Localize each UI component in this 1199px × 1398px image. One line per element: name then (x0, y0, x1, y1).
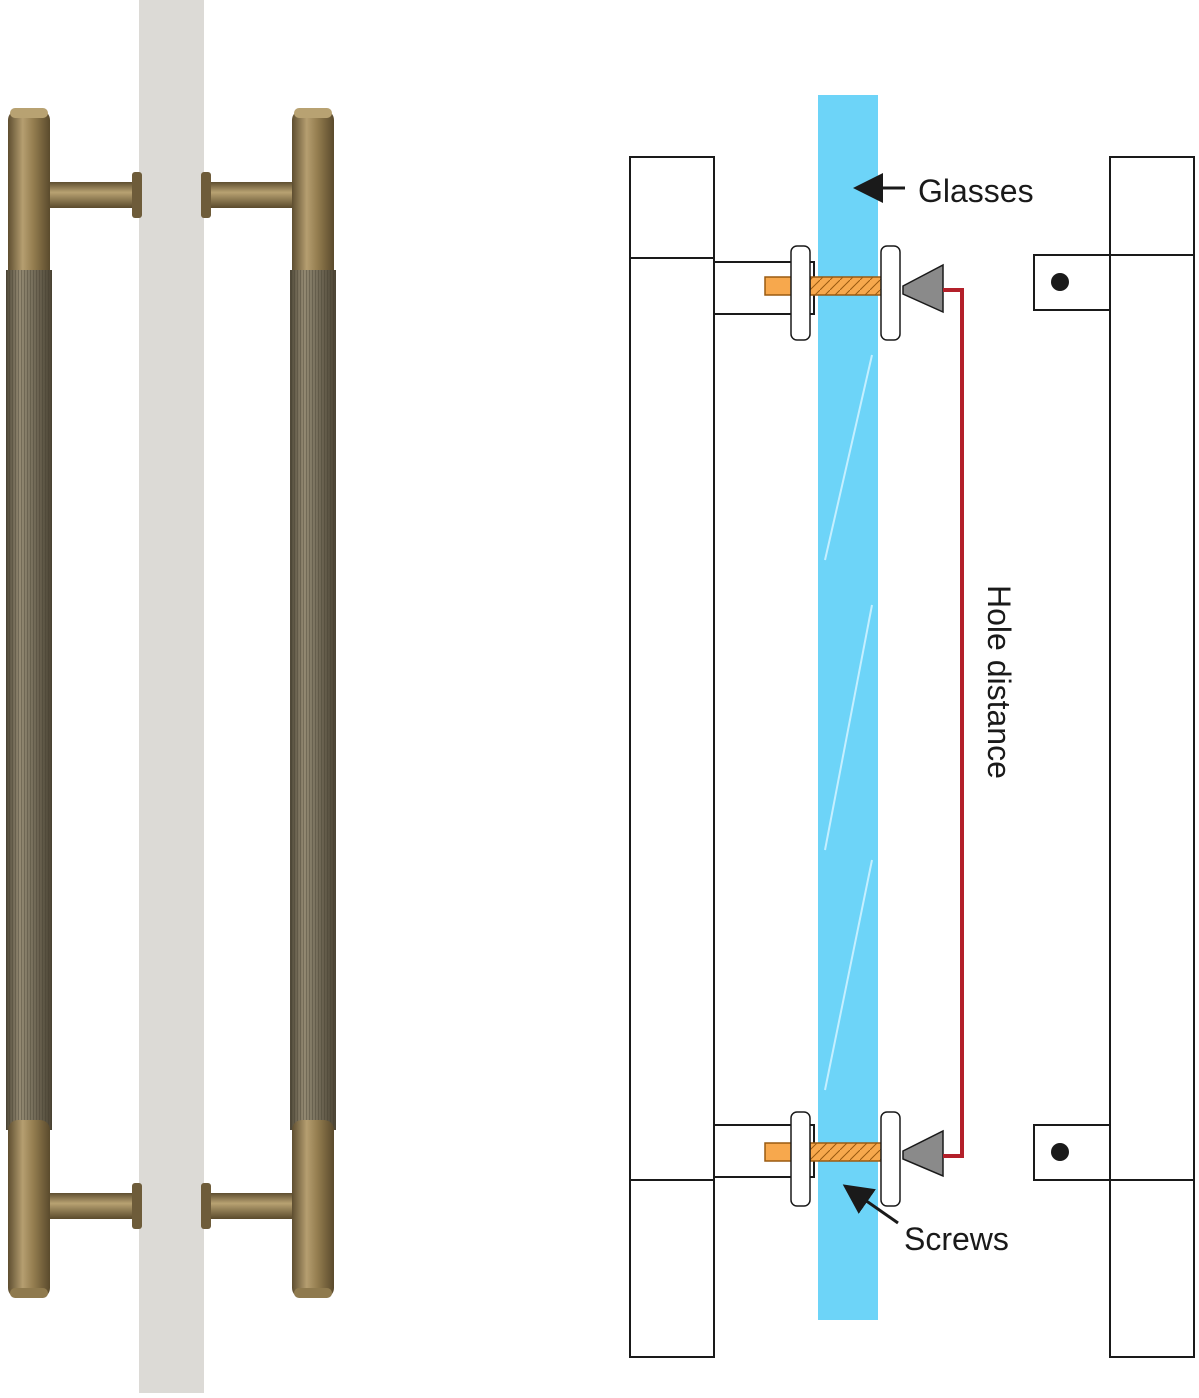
bottom-left-standoff (46, 1193, 138, 1219)
installation-diagram (629, 95, 1195, 1358)
hole-distance-label: Hole distance (981, 585, 1017, 779)
right-bottom-hole-block (1033, 1124, 1111, 1181)
bottom-right-collar (201, 1183, 211, 1229)
arrow-up-left-icon (842, 1184, 899, 1225)
bottom-left-collar (132, 1183, 142, 1229)
left-handle-bar (6, 108, 52, 1298)
top-right-standoff (205, 182, 297, 208)
top-right-washer (880, 245, 901, 341)
top-right-collar (201, 172, 211, 218)
top-left-standoff (46, 182, 138, 208)
bottom-right-standoff (205, 1193, 297, 1219)
right-bottom-hole (1051, 1143, 1069, 1161)
diagram-right-handle (1033, 156, 1195, 1358)
bottom-screw-assembly (764, 1111, 944, 1207)
diagram-left-handle (629, 156, 815, 1358)
bottom-cone-nut (902, 1129, 944, 1178)
diagram-glass-panel (818, 95, 878, 1320)
top-left-washer (790, 245, 811, 341)
right-handle-bar (290, 108, 336, 1298)
bottom-right-washer (880, 1111, 901, 1207)
top-cone-nut (902, 263, 944, 314)
bottom-left-washer (790, 1111, 811, 1207)
top-screw-assembly (764, 245, 944, 341)
product-photo (6, 0, 336, 1393)
right-top-hole-block (1033, 254, 1111, 311)
glass-label: Glasses (918, 173, 1034, 209)
hole-distance-bracket (943, 288, 964, 1158)
top-left-collar (132, 172, 142, 218)
screws-label: Screws (904, 1221, 1009, 1257)
photo-glass-panel (139, 0, 204, 1393)
right-top-hole (1051, 273, 1069, 291)
